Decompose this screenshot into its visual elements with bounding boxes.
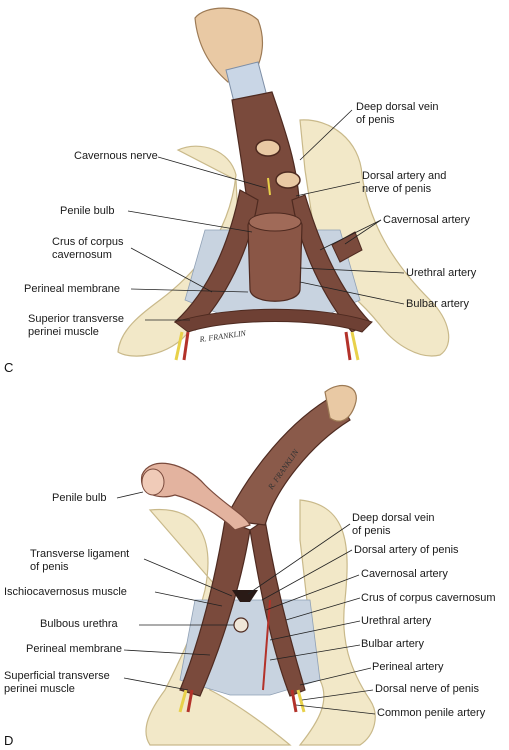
d-label-transverse-ligament: Transverse ligament of penis: [30, 548, 129, 574]
panel-d-nerve-right: [296, 689, 306, 713]
panel-d-vessel-up: [262, 599, 271, 691]
d-label-perineal-artery: Perineal artery: [372, 661, 444, 673]
panel-d-artery-left: [186, 689, 194, 713]
c-label-superior-transverse-line1: Superior transverse: [28, 313, 124, 325]
panel-d-penile-bulb: [141, 462, 251, 531]
c-label-dorsal-artery-nerve: Dorsal artery and nerve of penis: [362, 170, 446, 196]
panel-d-artery-right: [290, 689, 298, 713]
c-label-dorsal-artery-nerve-line2: nerve of penis: [362, 183, 432, 195]
panel-c-signature: R. FRANKLIN: [198, 328, 247, 344]
panel-c-pelvic-bone-right: [299, 119, 450, 357]
d-label-urethral-artery: Urethral artery: [361, 615, 432, 627]
c-label-deep-dorsal-vein: Deep dorsal vein of penis: [356, 101, 439, 127]
c-label-crus-line2: cavernosum: [52, 249, 112, 261]
panel-d-drawing: R. FRANKLIN: [116, 384, 376, 746]
c-label-cavernosal-artery: Cavernosal artery: [383, 214, 470, 226]
panel-c-artery-left: [182, 331, 190, 361]
panel-c-transverse-muscle: [173, 308, 373, 333]
d-label-dorsal-nerve: Dorsal nerve of penis: [375, 683, 479, 695]
panel-c-drawing: R. FRANKLIN: [117, 7, 450, 361]
d-label-bulbar-artery: Bulbar artery: [361, 638, 424, 650]
c-label-deep-dorsal-vein-line1: Deep dorsal vein: [356, 101, 439, 113]
c-label-perineal-membrane: Perineal membrane: [24, 283, 120, 295]
panel-c-cut-corpus-right: [275, 171, 301, 189]
panel-d-glans: [324, 384, 357, 422]
d-label-transverse-ligament-line1: Transverse ligament: [30, 548, 130, 560]
c-label-cavernous-nerve: Cavernous nerve: [74, 150, 158, 162]
panel-c-glans: [194, 7, 264, 83]
d-label-superficial-transverse: Superficial transverse perinei muscle: [4, 670, 110, 696]
panel-c-nerve-right: [350, 331, 360, 361]
d-label-deep-dorsal-vein-line1: Deep dorsal vein: [352, 512, 435, 524]
c-label-superior-transverse: Superior transverse perinei muscle: [28, 313, 124, 339]
d-label-superficial-transverse-line2: perinei muscle: [4, 683, 75, 695]
d-label-bulbous-urethra: Bulbous urethra: [40, 618, 118, 630]
panel-d-letter: D: [4, 733, 14, 748]
d-label-cavernosal-artery: Cavernosal artery: [361, 568, 448, 580]
c-label-dorsal-artery-nerve-line1: Dorsal artery and: [362, 170, 447, 182]
panel-c-letter: C: [4, 360, 14, 375]
panel-d-bulbous-urethra: [233, 617, 249, 633]
d-label-transverse-ligament-line2: of penis: [30, 561, 69, 573]
c-label-crus: Crus of corpus cavernosum: [52, 236, 124, 262]
c-label-crus-line1: Crus of corpus: [52, 236, 124, 248]
panel-c-bulb-top: [248, 212, 302, 232]
c-label-superior-transverse-line2: perinei muscle: [28, 326, 99, 338]
panel-c-leader-lines: [127, 109, 405, 321]
panel-d-leader-lines: [116, 491, 376, 715]
panel-d-ligament-gap: [232, 590, 258, 602]
d-label-ischiocavernosus: Ischiocavernosus muscle: [4, 586, 127, 598]
d-label-deep-dorsal-vein-line2: of penis: [352, 525, 391, 537]
panel-c-cut-corpus-left: [255, 139, 281, 157]
d-label-perineal-membrane: Perineal membrane: [26, 643, 122, 655]
panel-c-nerve-left: [174, 331, 184, 361]
d-label-crus: Crus of corpus cavernosum: [361, 592, 496, 604]
d-label-penile-bulb: Penile bulb: [52, 492, 107, 504]
panel-d-bulb-end: [141, 468, 165, 496]
d-label-dorsal-artery: Dorsal artery of penis: [354, 544, 459, 556]
d-label-deep-dorsal-vein: Deep dorsal vein of penis: [352, 512, 435, 538]
panel-c-dorsal-nerve: [267, 177, 271, 196]
panel-c-artery-right: [344, 331, 352, 361]
panel-d-nerve-left: [178, 689, 188, 713]
c-label-bulbar-artery: Bulbar artery: [406, 298, 469, 310]
c-label-urethral-artery: Urethral artery: [406, 267, 477, 279]
panel-d-crus-left: [179, 519, 251, 697]
panel-d-crus-right: [249, 518, 306, 697]
c-label-deep-dorsal-vein-line2: of penis: [356, 114, 395, 126]
c-label-penile-bulb: Penile bulb: [60, 205, 115, 217]
d-label-common-penile-artery: Common penile artery: [377, 707, 486, 719]
d-label-superficial-transverse-line1: Superficial transverse: [4, 670, 110, 682]
